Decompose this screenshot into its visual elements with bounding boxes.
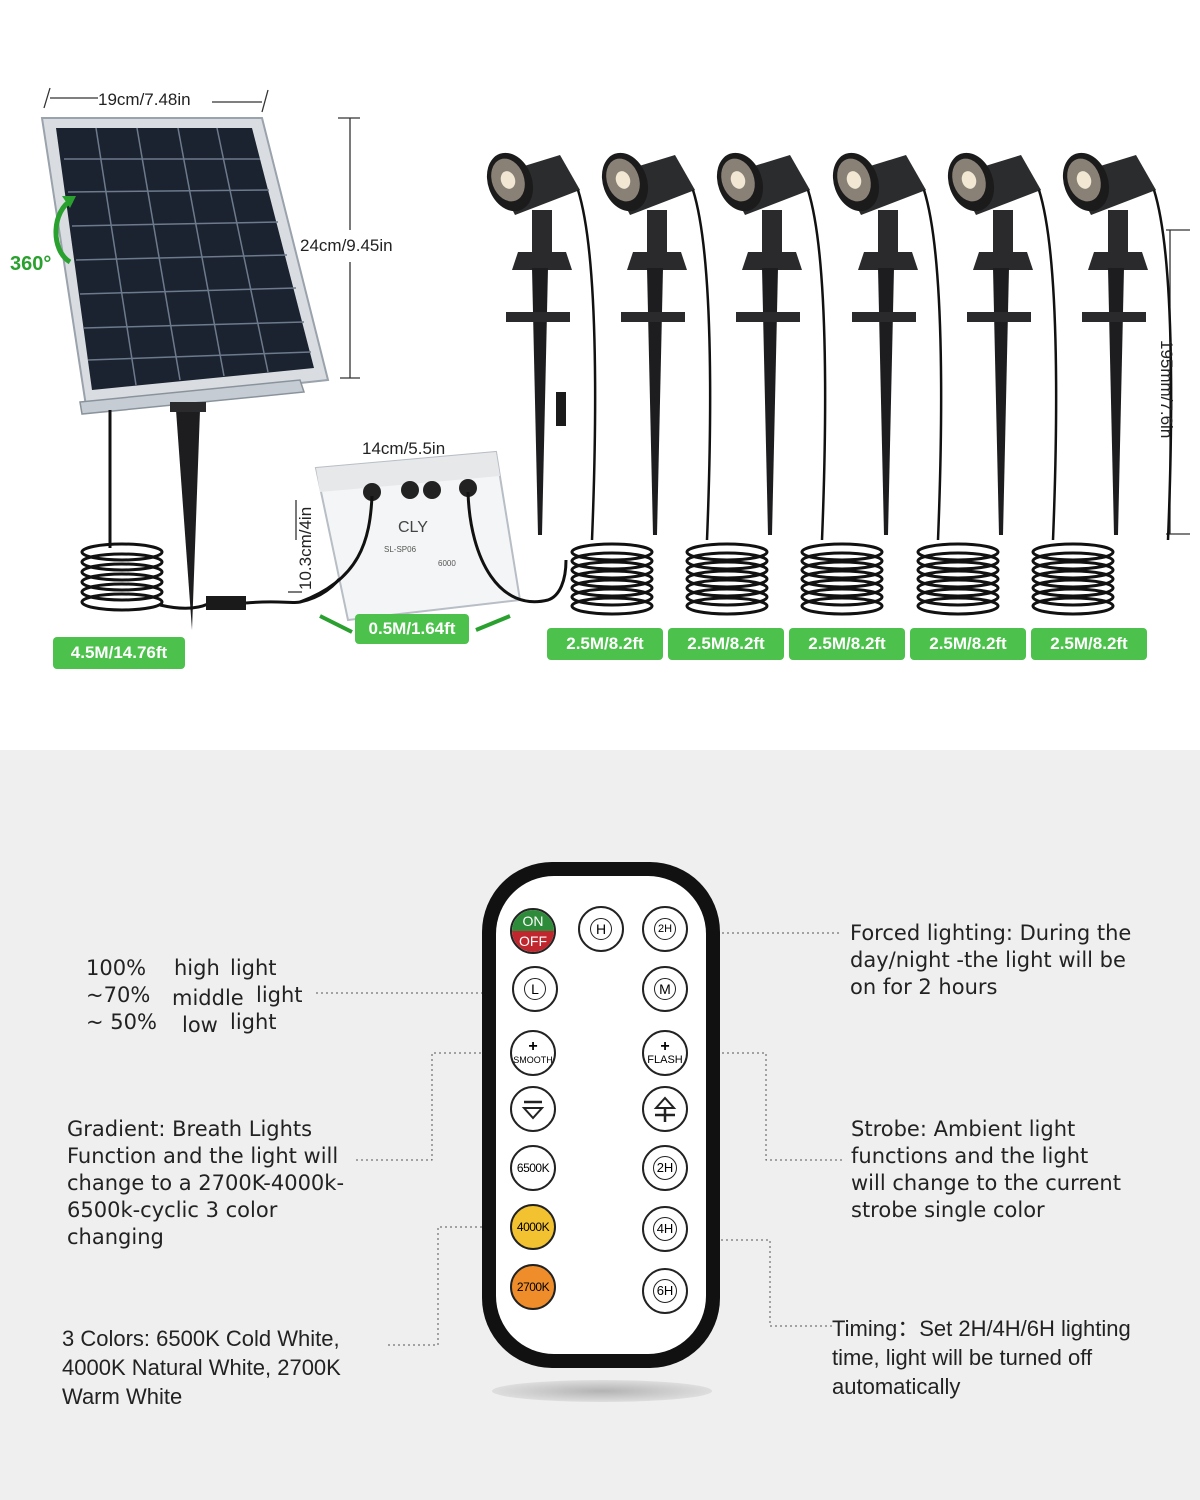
minus-triangle-icon [521,1100,545,1120]
spotlight [832,152,943,541]
on-label: ON [512,910,554,931]
gradient-line: Function and the light will [67,1144,339,1168]
product-illustration: CLY SL-SP06 6000 [40,87,1190,634]
solar-panel [40,117,330,630]
forced-lighting-callout: Forced lighting: During the day/night -t… [850,920,1131,1001]
controller-brand: CLY [398,519,428,536]
light-cable-coil [916,542,1000,616]
brightness-low-pct: ~ 50% [86,1010,157,1034]
bulb-l-icon: L [524,978,546,1000]
forced-2h-button[interactable]: 2H [642,906,688,952]
colors-callout: 3 Colors: 6500K Cold White, 4000K Natura… [62,1324,341,1411]
middle-light-button[interactable]: M [642,966,688,1012]
high-light-button[interactable]: H [578,906,624,952]
brightness-high-word: high [174,956,220,980]
spotlight [601,152,712,541]
controller-model: SL-SP06 [384,545,417,554]
strobe-callout: Strobe: Ambient light functions and the … [851,1116,1121,1224]
strobe-line: Strobe: Ambient light [851,1117,1076,1141]
brightness-low-suffix: light [230,1010,277,1034]
controller-width-label: 14cm/5.5in [362,439,446,458]
cable-light-tag: 2.5M/8.2ft [910,628,1026,660]
light-cable-coil [570,542,654,616]
bulb-m-icon: M [654,978,676,1000]
color-2700k-button[interactable]: 2700K [510,1264,556,1310]
timer-2h-button[interactable]: 2H [642,1145,688,1191]
spotlight [486,152,597,541]
forced-line: day/night -the light will be [850,948,1126,972]
panel-height-label: 24cm/9.45in [300,236,393,255]
bulb-h-icon: H [590,918,612,940]
timing-line: Timing：Set 2H/4H/6H lighting [832,1316,1131,1341]
dim-down-button[interactable] [510,1086,556,1132]
remote-shadow [492,1380,712,1402]
strobe-line: will change to the current [851,1171,1121,1195]
cable-light-tag: 2.5M/8.2ft [789,628,905,660]
light-cable-coil [1031,542,1115,616]
light-cable-coil [685,542,769,616]
cable-light-tag: 2.5M/8.2ft [1031,628,1147,660]
rotation-label: 360° [10,253,52,275]
gradient-line: 6500k-cyclic 3 color [67,1198,278,1222]
controller-box: CLY SL-SP06 6000 [299,450,568,622]
k4000-label: 4000K [516,1220,550,1234]
timer-6h-button[interactable]: 6H [642,1268,688,1314]
plus-icon: + [660,1038,670,1055]
spotlight [947,152,1058,541]
gradient-line: changing [67,1225,164,1249]
plus-icon: + [528,1038,538,1055]
brightness-low-word: low [182,1013,218,1037]
controller-code: 6000 [438,559,456,568]
timer-4h-icon: 4H [653,1217,677,1241]
cable-controller-tag: 0.5M/1.64ft [355,614,469,644]
off-label: OFF [512,931,554,952]
cable-panel-tag: 4.5M/14.76ft [53,637,185,669]
k6500-label: 6500K [516,1161,550,1175]
light-cable-coil [800,542,884,616]
color-6500k-button[interactable]: 6500K [510,1145,556,1191]
brightness-middle-word: middle [172,986,244,1010]
timing-line: automatically [832,1374,961,1399]
flash-label: FLASH [647,1054,683,1066]
spotlights [486,152,1173,616]
bulb-2h-icon: 2H [654,918,676,940]
smooth-label: SMOOTH [513,1055,553,1065]
timer-6h-icon: 6H [653,1279,677,1303]
cable-light-tag: 2.5M/8.2ft [668,628,784,660]
spotlight [1062,152,1173,541]
low-light-button[interactable]: L [512,966,558,1012]
color-4000k-button[interactable]: 4000K [510,1204,556,1250]
timer-2h-icon: 2H [653,1156,677,1180]
timing-line: time, light will be turned off [832,1345,1093,1370]
gradient-line: change to a 2700K-4000k- [67,1171,345,1195]
gradient-callout: Gradient: Breath Lights Function and the… [67,1116,344,1251]
strobe-line: strobe single color [851,1198,1045,1222]
dim-up-button[interactable] [642,1086,688,1132]
forced-line: on for 2 hours [850,975,998,999]
panel-width-label: 19cm/7.48in [98,90,191,109]
plus-triangle-icon [653,1096,677,1122]
colors-line: Warm White [62,1384,183,1409]
brightness-high-pct: 100% [86,956,147,980]
cable-connector [556,392,566,426]
smooth-button[interactable]: + SMOOTH [510,1030,556,1076]
timing-callout: Timing：Set 2H/4H/6H lighting time, light… [832,1314,1131,1401]
timer-4h-button[interactable]: 4H [642,1206,688,1252]
strobe-line: functions and the light [851,1144,1089,1168]
colors-line: 4000K Natural White, 2700K [62,1355,341,1380]
brightness-high-suffix: light [230,956,277,980]
k2700-label: 2700K [516,1280,550,1294]
brightness-middle-pct: ~70% [86,983,151,1007]
gradient-line: Gradient: Breath Lights [67,1117,313,1141]
on-off-button[interactable]: ON OFF [510,908,556,954]
spotlight [716,152,827,541]
brightness-middle-suffix: light [256,983,303,1007]
colors-line: 3 Colors: 6500K Cold White, [62,1326,340,1351]
cable-light-tag: 2.5M/8.2ft [547,628,663,660]
rotation-arrow-icon [53,197,74,265]
flash-button[interactable]: + FLASH [642,1030,688,1076]
forced-line: Forced lighting: During the [850,921,1132,945]
